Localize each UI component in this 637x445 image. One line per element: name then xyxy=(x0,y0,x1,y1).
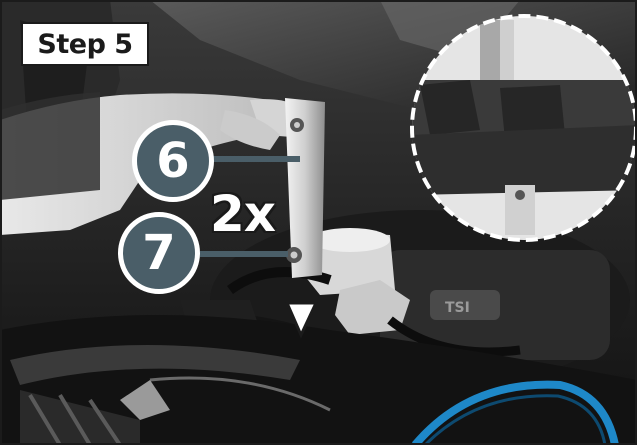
step-label: Step 5 xyxy=(37,28,133,60)
callout-badge-6: 6 xyxy=(132,120,214,202)
tool-bar xyxy=(285,98,325,278)
down-arrow-icon xyxy=(284,285,319,339)
step-label-box: Step 5 xyxy=(21,22,149,66)
multiplier-label: 2x xyxy=(210,185,276,243)
detail-inset xyxy=(410,14,637,242)
callout-number: 7 xyxy=(142,225,176,281)
blue-ring-icon xyxy=(411,380,619,445)
svg-text:TSI: TSI xyxy=(445,300,470,316)
callout-7-leader xyxy=(200,251,288,257)
callout-number: 6 xyxy=(156,133,190,189)
callout-badge-7: 7 xyxy=(118,212,200,294)
callout-6-leader xyxy=(210,156,300,162)
